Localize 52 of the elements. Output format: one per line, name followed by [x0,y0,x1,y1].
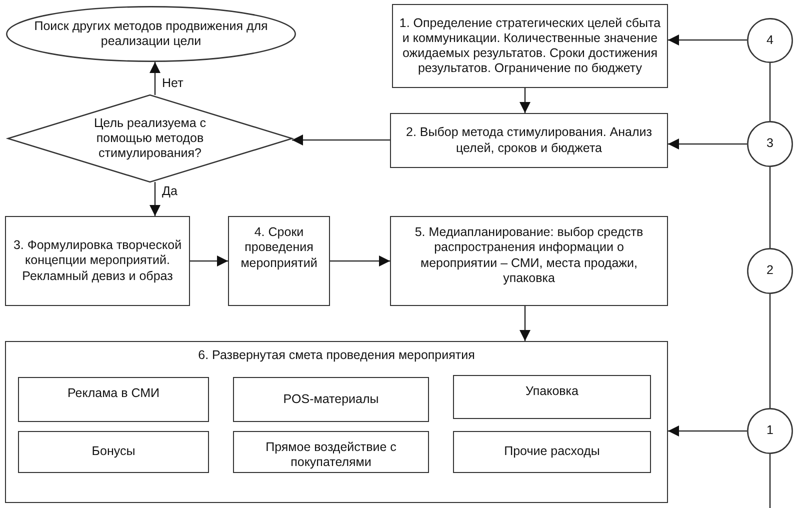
node-text: 5. Медиапланирование: выбор средств распространения информации о мероприятии – СМИ, места продажи, упаковка [414,225,644,286]
arrow [150,62,160,95]
edge-label: Нет [160,76,186,90]
connector-line [769,454,771,508]
process-box [390,113,668,168]
step-number: 1 [766,423,774,439]
process-box [228,216,330,306]
node-text: 6. Развернутая смета проведения мероприятия [197,348,476,364]
process-box [5,216,190,306]
arrow [520,306,530,341]
arrow [330,256,390,266]
connector-line [769,294,771,408]
arrow [190,256,228,266]
node-text: Прочие расходы [503,444,601,460]
process-box [18,431,209,473]
process-box [453,431,651,473]
decision-diamond [8,95,292,182]
node-text: 2. Выбор метода стимулирования. Анализ целей, сроков и бюджета [405,125,653,156]
node-text: POS-материалы [282,392,380,408]
step-number: 3 [766,136,774,152]
edge-label: Да [160,184,180,198]
process-box [233,377,429,422]
step-circle [747,248,793,294]
node-text: Поиск других методов продвижения для реализации цели [33,18,269,50]
process-box [392,4,668,88]
node-text: Упаковка [524,384,580,400]
process-box [233,431,429,473]
node-text: 4. Сроки проведения мероприятий [240,225,318,271]
arrow [292,134,390,146]
step-circle [747,408,793,454]
process-box [390,216,668,306]
process-box [453,375,651,419]
arrow [668,138,747,150]
node-text: 3. Формулировка творческой концепции мероприятий. Рекламный девиз и образ [12,238,183,284]
cost-estimate-panel [5,341,668,503]
step-number: 4 [766,32,774,48]
connector-line [769,63,771,121]
node-text: Цель реализуема с помощью методов стимулирования? [92,116,208,162]
terminal-ellipse [6,6,296,62]
arrow [668,34,747,46]
node-text: Бонусы [90,444,136,460]
node-text: 1. Определение стратегических целей сбыта и коммуникации. Количественные значение ожидаемых результатов. Сроки достижения результатов. Ограничение по бюджету [398,16,662,76]
arrow [150,182,160,216]
step-number: 2 [766,263,774,279]
arrow [520,88,530,113]
arrow [668,426,747,436]
process-box [18,377,209,422]
step-circle [747,121,793,167]
connector-line [769,167,771,248]
node-text: Прямое воздействие с покупателями [264,440,398,470]
step-circle [747,18,793,63]
node-text: Реклама в СМИ [66,386,160,402]
